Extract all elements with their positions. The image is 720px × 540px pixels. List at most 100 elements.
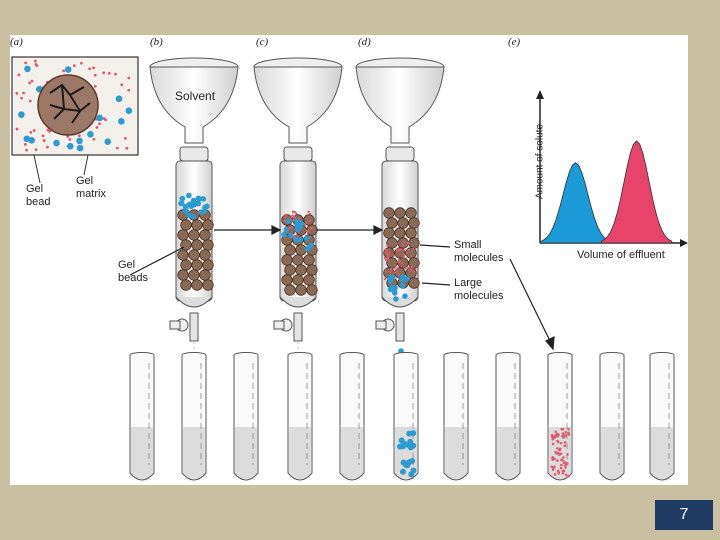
stopcock-handle [169,320,181,330]
gel-bead [202,219,214,231]
small-molecule-dot [394,264,397,267]
test-tube [287,352,313,481]
arrows [129,225,555,351]
small-molecule-dot [562,435,566,438]
small-molecule-dot [293,216,297,219]
slide: (a) (b) (c) (d) (e) Gel bead Gel matrix … [10,35,688,485]
small-molecule-dot [24,61,28,65]
panel-label-e: (e) [508,36,521,48]
large-molecule-dot [408,471,415,478]
small-molecule-dot [386,244,389,247]
tube-liquid [341,427,363,479]
small-molecule-dot [293,210,296,214]
gel-beads-label: Gel beads [118,259,148,284]
small-molecule-dot [66,135,70,138]
small-molecule-dot [123,137,127,140]
small-molecule-dot [114,72,117,76]
small-molecule-dot [29,130,33,134]
gel-bead [306,264,318,276]
large-molecule-dot [64,66,72,73]
small-molecule-dot [88,67,92,71]
large-molecule-dot [393,296,399,302]
gel-bead [394,207,406,219]
small-molecule-dot [284,215,287,219]
small-molecule-dot [560,458,563,462]
large-molecule-dot [185,212,192,218]
small-molecule-dot [310,226,314,230]
gel-bead [191,259,203,271]
large-molecule-dot [53,139,60,147]
large-molecule-dot [285,218,292,224]
large-molecule-dot [293,236,299,243]
small-molecule-dot [554,430,558,434]
test-tube [339,352,365,481]
small-molecule-dot [402,256,405,259]
test-tube [599,352,625,481]
panel-label-c: (c) [256,36,269,48]
small-molecule-dot [395,270,398,273]
small-molecule-dot [402,253,406,257]
large-molecule-dot [115,95,123,103]
small-molecule-dot [386,256,389,260]
gel-bead [191,279,203,291]
column-c [253,57,343,342]
small-molecule-dot [566,453,569,456]
gel-bead [295,244,307,256]
column-d [355,57,445,442]
gel-bead [199,249,211,261]
small-molecule-dot [556,459,559,462]
small-molecule-dot [397,273,401,276]
small-molecule-dot [384,270,387,273]
small-molecule-dot [307,210,310,214]
small-molecule-dot [397,260,400,264]
large-molecule-dot [66,142,74,150]
gel-bead [180,239,192,251]
small-molecule-dot [308,212,312,216]
small-molecule-dot [15,127,19,131]
gel-bead [202,259,214,271]
small-molecule-dot [125,146,129,150]
gel-bead [292,274,304,286]
gel-bead [408,217,420,229]
small-molecule-dot [289,216,292,220]
large-molecule-dot [387,274,394,281]
stopcock-handle [375,320,387,330]
small-molecule-dot [28,99,32,103]
gel-bead [177,249,189,261]
small-molecule-dot [384,251,387,254]
tube-liquid [235,427,257,479]
small-molecule-dot [22,91,25,95]
small-molecule-dot [127,88,131,92]
panel-label-d: (d) [358,36,371,48]
small-molecule-dot [120,83,124,87]
gel-bead [199,269,211,281]
small-molecule-dot [563,441,567,444]
gel-bead [405,227,417,239]
outlet [189,312,199,342]
small-molecule-dot [92,66,95,70]
small-molecule-dot [556,447,559,450]
small-molecule-dot [559,452,563,456]
gel-bead [408,257,420,269]
gel-bead [191,239,203,251]
large-molecule-dot [387,286,394,293]
small-molecule-dot [395,250,399,253]
gel-bead [180,219,192,231]
outlet [293,312,303,342]
small-molecule-dot [564,473,568,477]
test-tube [233,352,259,481]
small-molecule-dot [409,255,413,258]
small-molecule-dot [553,473,557,476]
stopper [283,146,313,162]
small-molecule-dot [295,212,298,215]
large-molecule-dot [104,138,112,145]
small-molecule-dot [405,251,408,254]
gel-bead [306,224,318,236]
small-molecule-dot [392,254,396,257]
large-molecule-dot [87,131,94,138]
page-number: 7 [655,500,713,530]
small-molecule-dot [567,427,570,431]
small-molecule-dot [46,128,50,132]
elution-peak-1 [539,162,612,244]
small-molecule-dot [102,117,106,121]
